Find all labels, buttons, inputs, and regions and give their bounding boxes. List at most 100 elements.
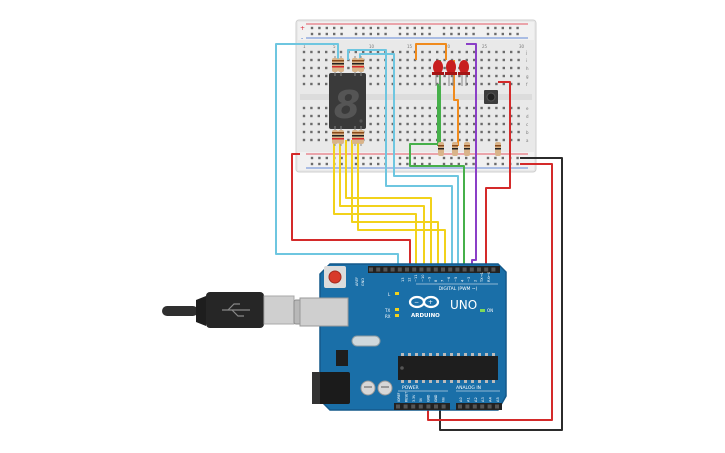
breadboard-hole[interactable] <box>310 114 313 118</box>
breadboard-hole[interactable] <box>325 58 328 62</box>
header-pin[interactable] <box>405 267 409 272</box>
rail-hole[interactable] <box>325 156 328 160</box>
breadboard-hole[interactable] <box>450 130 454 134</box>
rail-hole[interactable] <box>406 162 409 166</box>
rail-hole[interactable] <box>398 156 402 160</box>
header-pin[interactable] <box>426 267 431 272</box>
breadboard-hole[interactable] <box>325 122 328 126</box>
breadboard-hole[interactable] <box>465 82 468 86</box>
breadboard-hole[interactable] <box>317 138 320 142</box>
resistor[interactable] <box>452 142 458 156</box>
rail-hole[interactable] <box>486 162 490 166</box>
rail-hole[interactable] <box>509 26 512 30</box>
breadboard-hole[interactable] <box>399 122 402 126</box>
breadboard-hole[interactable] <box>443 82 446 86</box>
breadboard-hole[interactable] <box>317 50 320 54</box>
breadboard-hole[interactable] <box>510 130 513 134</box>
rail-hole[interactable] <box>494 32 497 36</box>
rail-hole[interactable] <box>442 162 446 166</box>
rail-hole[interactable] <box>428 26 431 30</box>
breadboard-hole[interactable] <box>487 82 491 86</box>
breadboard-hole[interactable] <box>495 66 498 70</box>
breadboard-hole[interactable] <box>487 114 491 118</box>
breadboard-hole[interactable] <box>310 82 313 86</box>
breadboard-hole[interactable] <box>436 74 439 78</box>
breadboard-hole[interactable] <box>369 106 372 110</box>
rail-hole[interactable] <box>325 32 328 36</box>
breadboard-hole[interactable] <box>517 74 520 78</box>
breadboard-hole[interactable] <box>325 82 328 86</box>
breadboard-hole[interactable] <box>428 82 431 86</box>
breadboard-hole[interactable] <box>302 130 306 134</box>
rail-hole[interactable] <box>377 156 380 160</box>
breadboard-hole[interactable] <box>502 50 505 54</box>
breadboard-hole[interactable] <box>421 58 424 62</box>
rail-hole[interactable] <box>310 162 314 166</box>
breadboard-hole[interactable] <box>473 106 476 110</box>
breadboard-hole[interactable] <box>325 130 328 134</box>
breadboard-hole[interactable] <box>399 138 402 142</box>
breadboard-hole[interactable] <box>376 106 380 110</box>
rail-hole[interactable] <box>450 162 453 166</box>
breadboard-hole[interactable] <box>421 114 424 118</box>
wire-green[interactable] <box>409 60 465 268</box>
breadboard-hole[interactable] <box>376 66 380 70</box>
rail-hole[interactable] <box>413 162 416 166</box>
rail-hole[interactable] <box>354 156 358 160</box>
breadboard-hole[interactable] <box>502 106 505 110</box>
rail-hole[interactable] <box>442 156 446 160</box>
breadboard-hole[interactable] <box>487 58 491 62</box>
rail-hole[interactable] <box>310 156 314 160</box>
breadboard-hole[interactable] <box>465 74 468 78</box>
header-pin[interactable] <box>390 267 395 272</box>
breadboard-hole[interactable] <box>473 82 476 86</box>
breadboard-hole[interactable] <box>510 82 513 86</box>
breadboard-hole[interactable] <box>517 114 520 118</box>
rail-hole[interactable] <box>457 162 460 166</box>
breadboard-hole[interactable] <box>517 106 520 110</box>
breadboard-hole[interactable] <box>369 114 372 118</box>
breadboard-hole[interactable] <box>302 138 306 142</box>
wire-blue-top-2[interactable] <box>359 53 459 268</box>
breadboard-hole[interactable] <box>332 50 335 54</box>
breadboard-hole[interactable] <box>487 66 491 70</box>
rail-hole[interactable] <box>362 162 365 166</box>
breadboard-hole[interactable] <box>458 106 461 110</box>
breadboard-hole[interactable] <box>302 106 306 110</box>
breadboard-hole[interactable] <box>450 106 454 110</box>
breadboard-hole[interactable] <box>406 74 409 78</box>
breadboard-hole[interactable] <box>317 130 320 134</box>
breadboard-hole[interactable] <box>502 114 505 118</box>
breadboard-hole[interactable] <box>436 58 439 62</box>
breadboard-hole[interactable] <box>458 50 461 54</box>
breadboard-hole[interactable] <box>450 74 454 78</box>
breadboard-hole[interactable] <box>399 114 402 118</box>
breadboard-hole[interactable] <box>317 122 320 126</box>
header-pin[interactable] <box>487 404 492 409</box>
breadboard-hole[interactable] <box>325 138 328 142</box>
rail-hole[interactable] <box>494 156 497 160</box>
breadboard-hole[interactable] <box>495 122 498 126</box>
rail-hole[interactable] <box>369 156 372 160</box>
red-led[interactable] <box>432 60 444 86</box>
breadboard-hole[interactable] <box>450 122 454 126</box>
breadboard-hole[interactable] <box>495 130 498 134</box>
breadboard-hole[interactable] <box>458 114 461 118</box>
breadboard-hole[interactable] <box>369 74 372 78</box>
breadboard-hole[interactable] <box>517 50 520 54</box>
breadboard-hole[interactable] <box>310 58 313 62</box>
breadboard-hole[interactable] <box>406 122 409 126</box>
wire-yellow-1[interactable] <box>333 140 417 268</box>
rail-hole[interactable] <box>398 26 402 30</box>
header-pin[interactable] <box>441 267 445 272</box>
rail-hole[interactable] <box>413 32 416 36</box>
breadboard-hole[interactable] <box>495 74 498 78</box>
breadboard-hole[interactable] <box>465 114 468 118</box>
rail-hole[interactable] <box>369 32 372 36</box>
breadboard-hole[interactable] <box>480 50 483 54</box>
breadboard-hole[interactable] <box>325 50 328 54</box>
breadboard-hole[interactable] <box>480 138 483 142</box>
breadboard-hole[interactable] <box>428 58 431 62</box>
rail-hole[interactable] <box>413 156 416 160</box>
